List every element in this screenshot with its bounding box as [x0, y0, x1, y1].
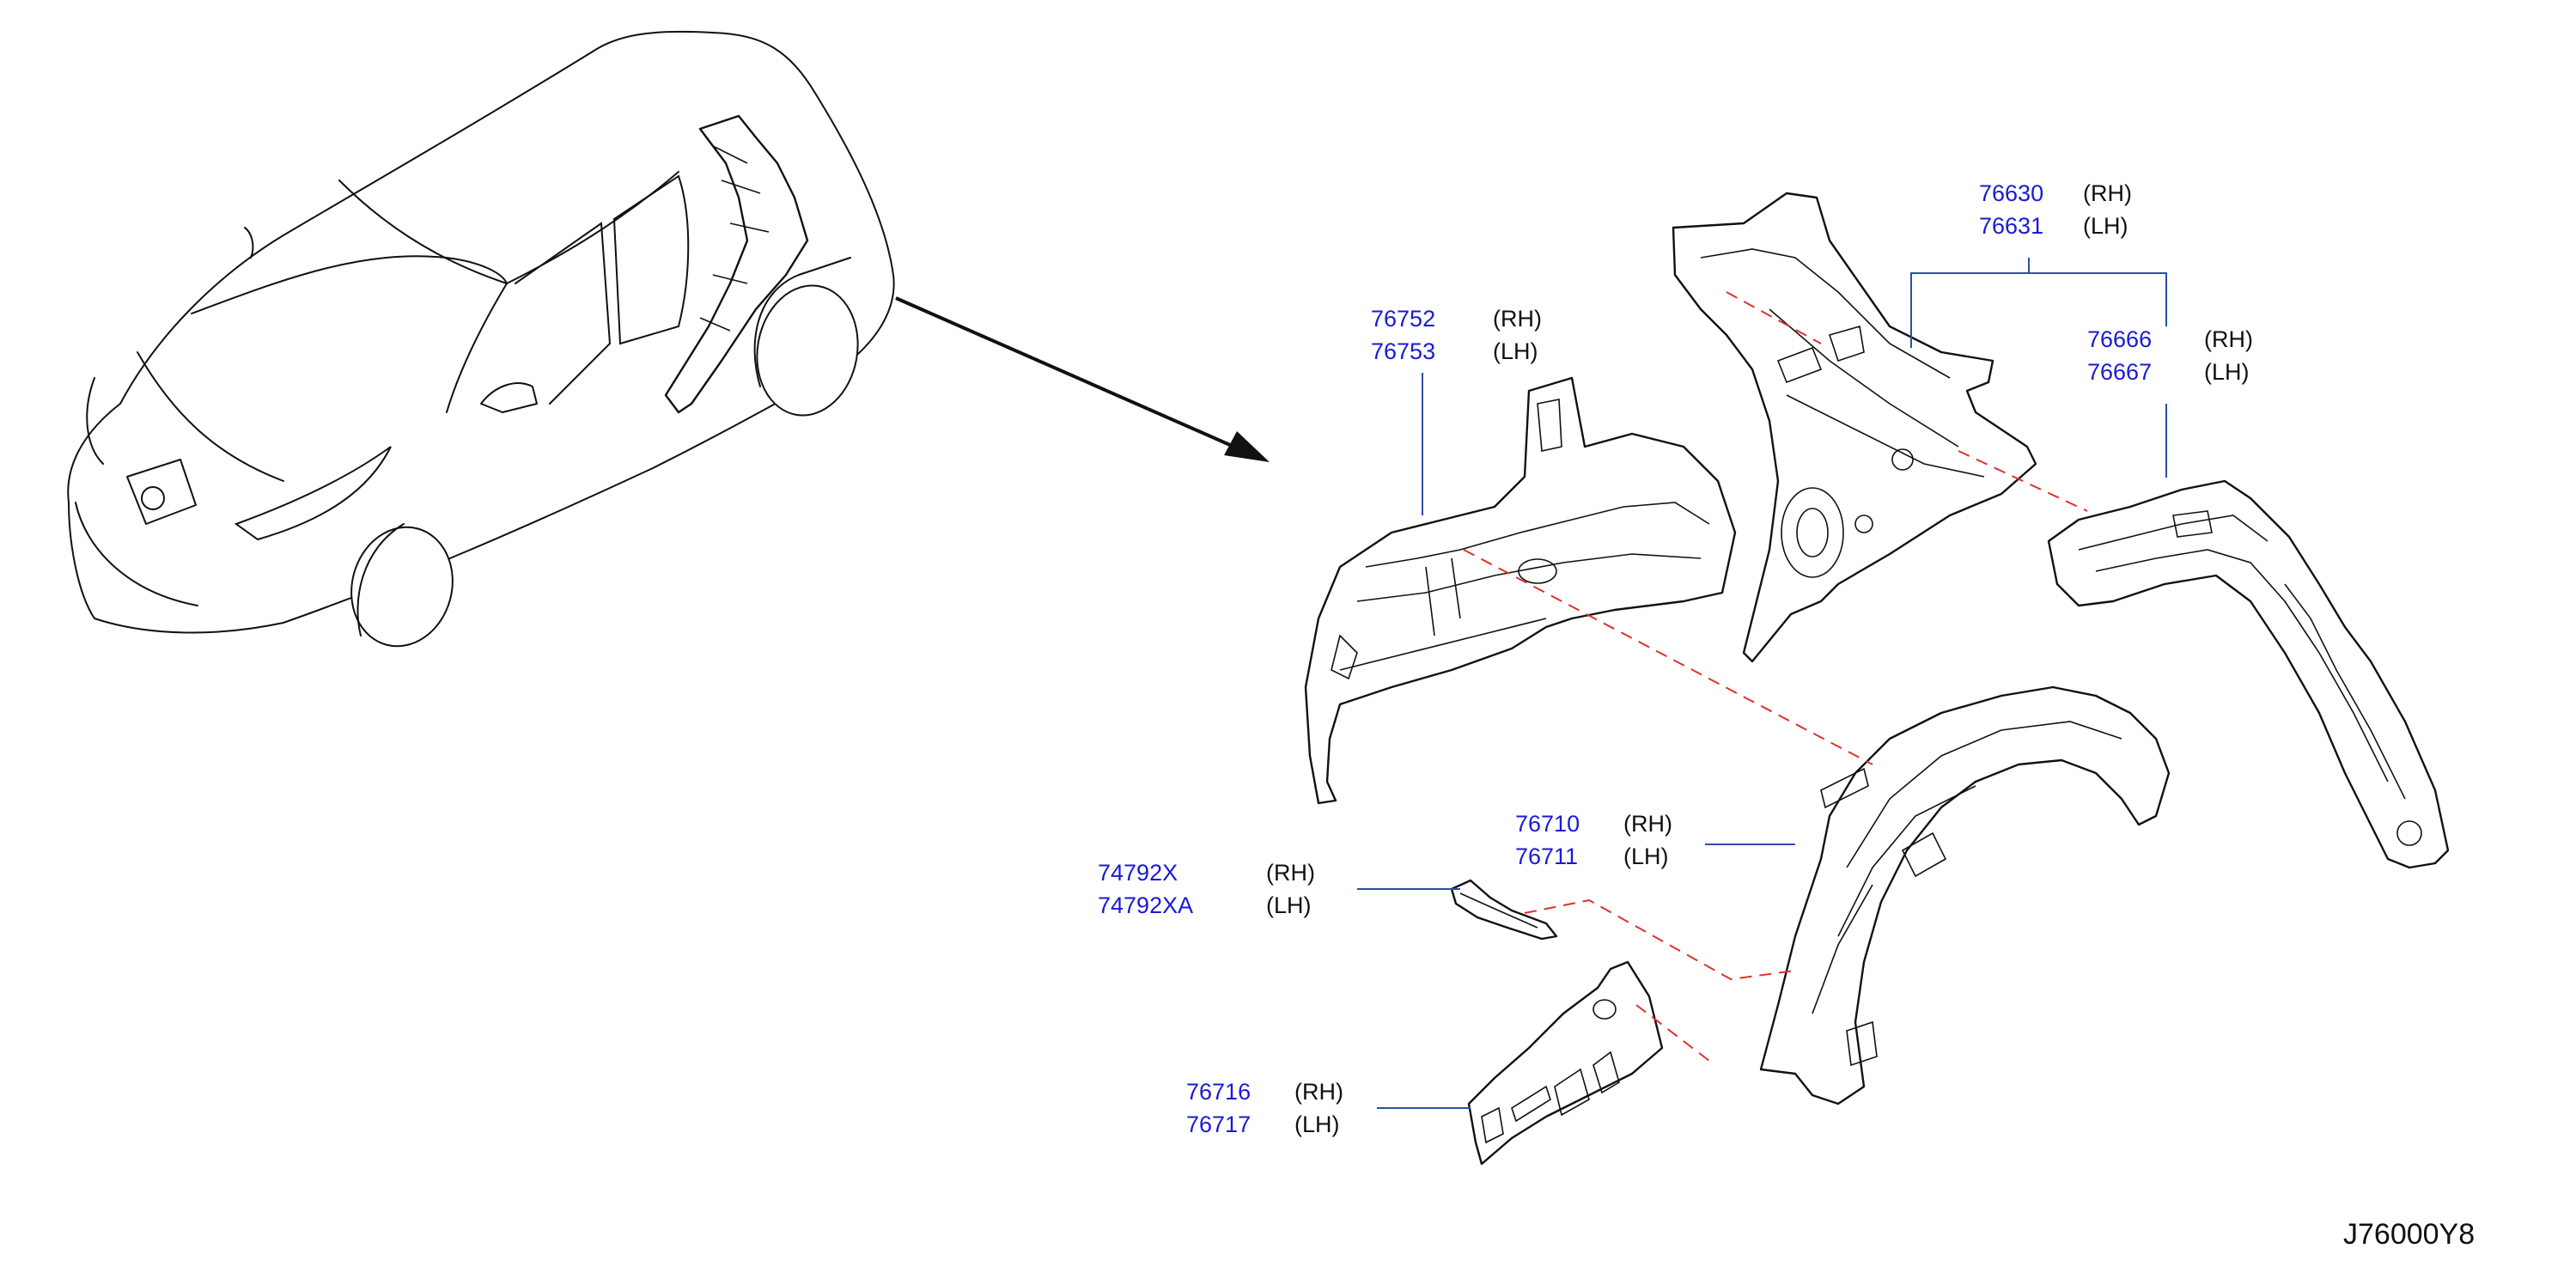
part-number-76666[interactable]: 76666 [2087, 326, 2153, 352]
part-number-76711[interactable]: 76711 [1515, 844, 1579, 869]
part-number-76716[interactable]: 76716 [1186, 1079, 1251, 1105]
diagram-code: J76000Y8 [2343, 1218, 2476, 1251]
side-label-rh: (RH) [2083, 180, 2132, 206]
part-76710-drawing [1759, 685, 2171, 1105]
alignment-lines [1463, 291, 2088, 1062]
vehicle-overview [67, 30, 895, 648]
side-label-rh: (RH) [2204, 326, 2253, 352]
part-number-76710[interactable]: 76710 [1515, 811, 1580, 837]
part-number-76667[interactable]: 76667 [2087, 359, 2153, 385]
part-number-76752[interactable]: 76752 [1371, 306, 1436, 332]
part-76716-drawing [1467, 960, 1664, 1166]
part-76630-drawing [1672, 192, 2037, 663]
pointer-arrow [895, 296, 1270, 462]
side-label-lh: (LH) [1623, 844, 1669, 869]
side-label-lh: (LH) [1294, 1112, 1340, 1137]
side-label-lh: (LH) [1493, 338, 1538, 364]
side-label-lh: (LH) [1266, 892, 1312, 918]
part-76666-drawing [2047, 479, 2450, 869]
part-76752-drawing [1304, 376, 1737, 805]
part-number-76717[interactable]: 76717 [1186, 1112, 1251, 1137]
side-label-rh: (RH) [1266, 860, 1315, 886]
part-number-76631[interactable]: 76631 [1979, 213, 2044, 239]
leader-lines [1357, 258, 2167, 1109]
side-label-lh: (LH) [2204, 359, 2250, 385]
part-number-76630[interactable]: 76630 [1979, 180, 2044, 206]
side-label-rh: (RH) [1493, 306, 1542, 332]
part-number-76753[interactable]: 76753 [1371, 338, 1436, 364]
side-label-lh: (LH) [2083, 213, 2128, 239]
part-74792X-drawing [1450, 879, 1558, 941]
part-number-74792X[interactable]: 74792X [1098, 860, 1178, 886]
side-label-rh: (RH) [1294, 1079, 1343, 1105]
part-number-74792XA[interactable]: 74792XA [1098, 892, 1194, 918]
side-label-rh: (RH) [1623, 811, 1672, 837]
